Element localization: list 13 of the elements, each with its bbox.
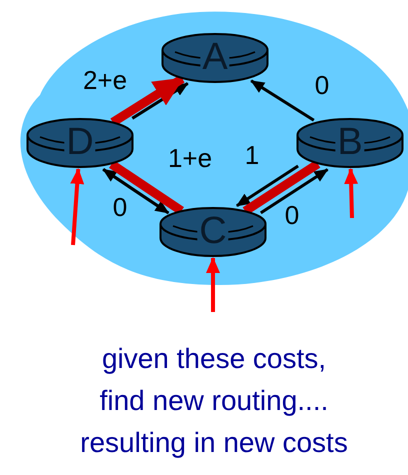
router-cylinder	[26, 117, 134, 169]
pointer-arrow	[344, 168, 358, 218]
pointer-arrow	[70, 168, 84, 246]
route-arrow	[110, 74, 185, 126]
link-arrow	[236, 164, 299, 208]
router-cylinder	[159, 206, 267, 258]
link-arrow	[250, 80, 315, 122]
pointer-arrow	[206, 257, 220, 312]
link-arrow	[260, 168, 328, 214]
caption-text: given these costs, find new routing.... resulting in new costs	[79, 342, 349, 460]
router-cylinder	[161, 32, 269, 84]
link-arrow	[102, 168, 170, 214]
router-cylinder	[296, 117, 404, 169]
